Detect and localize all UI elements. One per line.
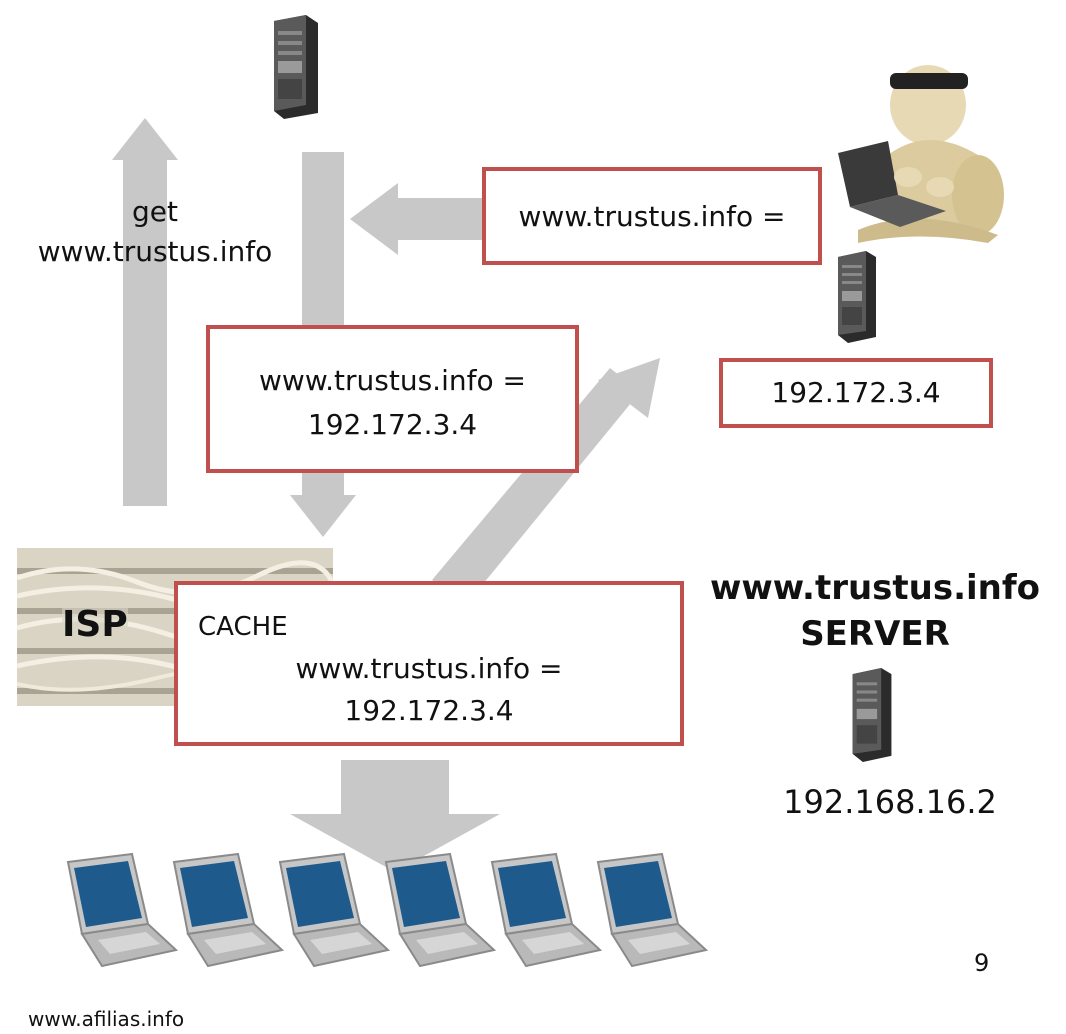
attacker-ip-text: 192.172.3.4 [771, 376, 941, 409]
attacker-ip-box: 192.172.3.4 [719, 358, 993, 428]
masked-hacker-with-laptop-icon [838, 65, 1004, 243]
laptop-icon [596, 852, 708, 968]
laptop-row [50, 850, 730, 970]
isp-label: ISP [62, 602, 128, 648]
laptop-icon [66, 852, 178, 968]
get-text: get [132, 195, 178, 228]
big-down-arrow [290, 760, 500, 872]
get-domain-text: www.trustus.info [37, 235, 273, 268]
page-number: 9 [974, 949, 990, 977]
server-title: www.trustus.info SERVER [690, 565, 1060, 657]
dns-response-line1: www.trustus.info = [259, 364, 526, 397]
legit-server-icon [852, 668, 892, 762]
attacker-message-box: www.trustus.info = [482, 167, 822, 265]
cache-box: CACHE www.trustus.info = 192.172.3.4 [174, 581, 684, 746]
dns-response-line2: 192.172.3.4 [307, 408, 478, 441]
laptop-icon [490, 852, 602, 968]
attacker-message-text: www.trustus.info = [518, 200, 786, 233]
footer-url: www.afilias.info [28, 1007, 185, 1031]
cache-title: CACHE [198, 612, 288, 642]
server-title-line2: SERVER [800, 614, 950, 654]
dns-response-box: www.trustus.info = 192.172.3.4 [206, 325, 579, 473]
laptop-icon [172, 852, 284, 968]
laptop-icon [384, 852, 496, 968]
server-title-line1: www.trustus.info [709, 568, 1041, 608]
get-label: get www.trustus.info [10, 192, 300, 272]
left-arrow [350, 183, 485, 255]
top-server-icon [274, 15, 318, 119]
diagonal-arrow [432, 358, 660, 606]
server-ip: 192.168.16.2 [783, 783, 997, 821]
laptop-icon [278, 852, 390, 968]
cache-line2: 192.172.3.4 [344, 694, 514, 727]
attacker-server-icon [838, 251, 876, 343]
up-arrow [112, 118, 178, 506]
cache-line1: www.trustus.info = [295, 652, 563, 685]
